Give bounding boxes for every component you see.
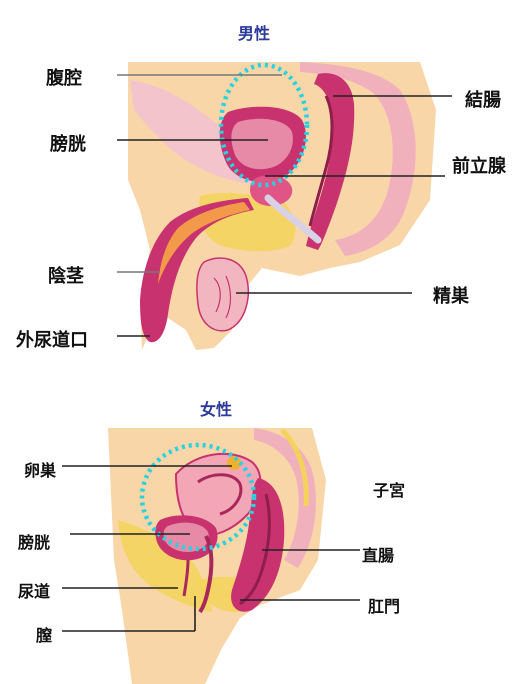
label-colon: 結腸	[465, 86, 501, 112]
female-title: 女性	[200, 396, 232, 420]
label-ovary: 卵巣	[24, 457, 56, 481]
female-illustration	[62, 428, 360, 684]
label-pelvic-cavity: 腹腔	[46, 64, 82, 90]
label-uterus: 子宮	[373, 477, 405, 501]
label-male-bladder: 膀胱	[50, 130, 86, 156]
label-vagina: 膣	[36, 622, 52, 646]
male-testis-organ	[197, 258, 248, 331]
male-illustration	[117, 62, 452, 350]
label-female-bladder: 膀胱	[18, 529, 50, 553]
label-penis: 陰茎	[48, 262, 84, 288]
label-anus: 肛門	[368, 593, 400, 617]
female-ovary-organ	[227, 456, 241, 470]
label-prostate: 前立腺	[452, 152, 506, 178]
label-testis: 精巣	[433, 282, 469, 308]
label-urethral-opening: 外尿道口	[16, 326, 88, 352]
male-title: 男性	[238, 20, 270, 44]
label-rectum: 直腸	[362, 542, 394, 566]
label-urethra: 尿道	[18, 578, 50, 602]
